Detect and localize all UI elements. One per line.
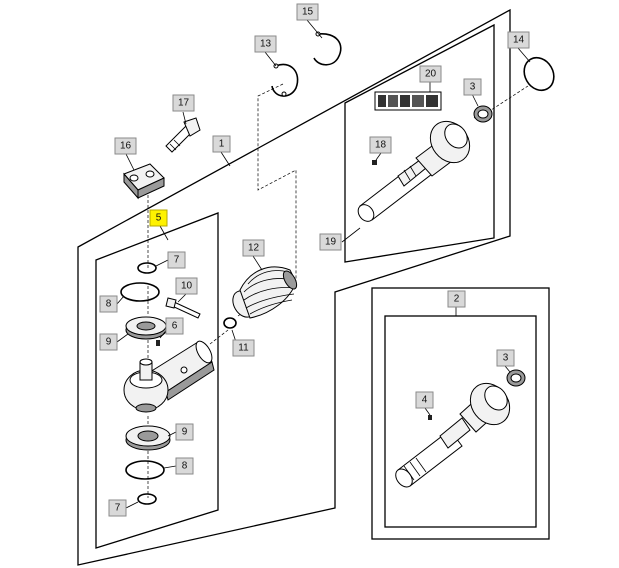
snap-ring-7-top-part — [137, 262, 157, 274]
svg-text:18: 18 — [375, 140, 387, 151]
assembly-2-frame — [371, 287, 550, 540]
o-ring-14-part — [523, 56, 555, 92]
bearing-9-bottom-part — [125, 425, 171, 451]
svg-text:7: 7 — [115, 503, 121, 514]
bearing-9-top-part — [125, 316, 167, 340]
svg-text:16: 16 — [120, 141, 132, 152]
inner-tie-rod-2-part — [395, 382, 511, 488]
callout-18[interactable]: 18 — [369, 136, 392, 154]
callout-7-bottom[interactable]: 7 — [108, 499, 127, 517]
fitting-6-part — [156, 340, 160, 346]
retaining-ring-13-part — [271, 63, 299, 97]
callout-11[interactable]: 11 — [232, 339, 255, 357]
svg-text:3: 3 — [503, 353, 509, 364]
callout-7-top[interactable]: 7 — [167, 251, 186, 269]
svg-text:13: 13 — [260, 39, 272, 50]
assembly-2-inner-frame — [384, 315, 537, 528]
screw-4-part — [428, 415, 432, 420]
seal-3-bottom-part — [506, 369, 526, 387]
callout-5[interactable]: 5 — [149, 209, 168, 227]
svg-text:6: 6 — [172, 321, 178, 332]
subassembly-19-frame — [344, 23, 495, 263]
svg-text:2: 2 — [454, 294, 460, 305]
svg-text:4: 4 — [422, 395, 428, 406]
svg-text:15: 15 — [302, 7, 314, 18]
svg-text:8: 8 — [106, 299, 112, 310]
svg-text:5: 5 — [156, 213, 162, 224]
callout-9-bottom[interactable]: 9 — [175, 423, 194, 441]
svg-text:14: 14 — [513, 35, 525, 46]
svg-text:11: 11 — [238, 343, 249, 354]
seal-3-top-part — [473, 105, 493, 123]
svg-text:12: 12 — [248, 243, 260, 254]
o-ring-8-top-part — [120, 282, 160, 302]
svg-text:10: 10 — [181, 281, 193, 292]
callout-4[interactable]: 4 — [415, 391, 434, 409]
subassembly-5-frame — [95, 212, 219, 549]
callout-15[interactable]: 15 — [296, 3, 319, 21]
clamp-16-part — [123, 163, 165, 200]
svg-text:17: 17 — [178, 98, 190, 109]
callout-3-bottom[interactable]: 3 — [496, 349, 515, 367]
callout-16[interactable]: 16 — [114, 137, 137, 155]
inner-tie-rod-19-part — [357, 120, 471, 222]
callout-12[interactable]: 12 — [242, 239, 265, 257]
callout-3-top[interactable]: 3 — [463, 78, 482, 96]
svg-text:20: 20 — [425, 69, 437, 80]
callout-10[interactable]: 10 — [175, 277, 198, 295]
retaining-ring-15-part — [313, 33, 342, 66]
assembly-1-frame — [77, 8, 511, 566]
callout-19[interactable]: 19 — [319, 233, 342, 251]
callout-13[interactable]: 13 — [254, 35, 277, 53]
callout-9-top[interactable]: 9 — [99, 333, 118, 351]
svg-text:3: 3 — [470, 82, 476, 93]
callout-8-top[interactable]: 8 — [99, 295, 118, 313]
bolt-17-part — [165, 117, 201, 153]
screw-18-part — [372, 160, 377, 165]
callout-6[interactable]: 6 — [165, 317, 184, 335]
snap-ring-7-bottom-part — [137, 493, 157, 505]
callout-17[interactable]: 17 — [172, 94, 195, 112]
leader-lines — [116, 19, 531, 509]
svg-text:19: 19 — [325, 237, 337, 248]
decal-20-part — [374, 91, 442, 111]
bellows-boot-12-part — [232, 266, 298, 319]
callout-14[interactable]: 14 — [507, 31, 530, 49]
callout-20[interactable]: 20 — [419, 65, 442, 83]
callout-1[interactable]: 1 — [212, 135, 231, 153]
o-ring-11-part — [223, 317, 237, 329]
callout-2[interactable]: 2 — [447, 290, 466, 308]
svg-text:8: 8 — [182, 461, 188, 472]
svg-text:9: 9 — [106, 337, 112, 348]
callout-8-bottom[interactable]: 8 — [175, 457, 194, 475]
svg-text:1: 1 — [219, 139, 225, 150]
tie-rod-end-housing-part — [123, 340, 215, 413]
svg-text:9: 9 — [182, 427, 188, 438]
o-ring-8-bottom-part — [125, 460, 165, 480]
grease-fitting-10-part — [165, 297, 201, 319]
svg-text:7: 7 — [174, 255, 180, 266]
